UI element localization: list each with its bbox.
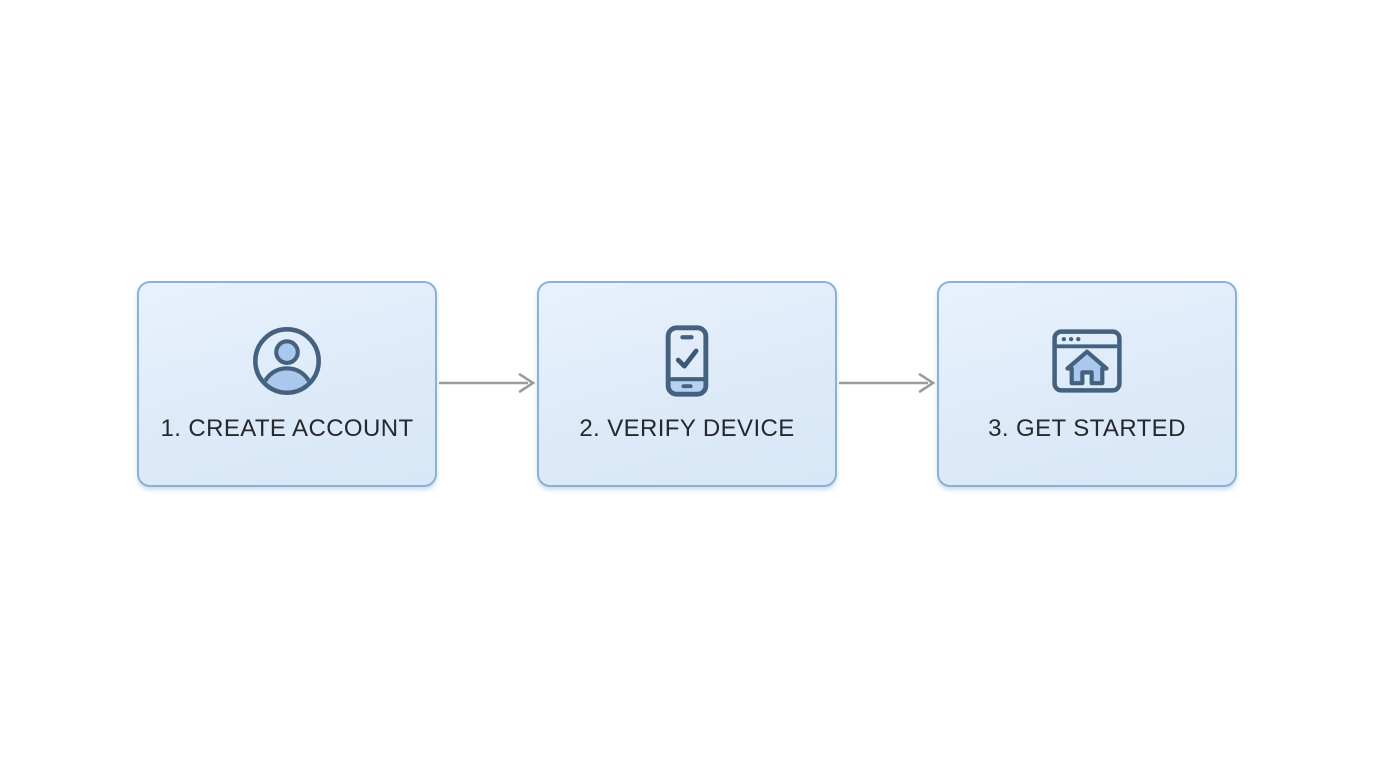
step-box-verify-device: 2. VERIFY DEVICE xyxy=(537,281,837,487)
user-circle-icon xyxy=(249,322,325,400)
browser-home-icon xyxy=(1051,322,1123,400)
arrow-right-icon xyxy=(839,373,936,393)
phone-check-icon xyxy=(661,322,713,400)
arrow-right-icon xyxy=(439,373,536,393)
step-label: 1. CREATE ACCOUNT xyxy=(160,415,414,442)
step-box-create-account: 1. CREATE ACCOUNT xyxy=(137,281,437,487)
step-label: 2. VERIFY DEVICE xyxy=(579,415,795,442)
step-box-get-started: 3. GET STARTED xyxy=(937,281,1237,487)
step-label: 3. GET STARTED xyxy=(988,415,1186,442)
